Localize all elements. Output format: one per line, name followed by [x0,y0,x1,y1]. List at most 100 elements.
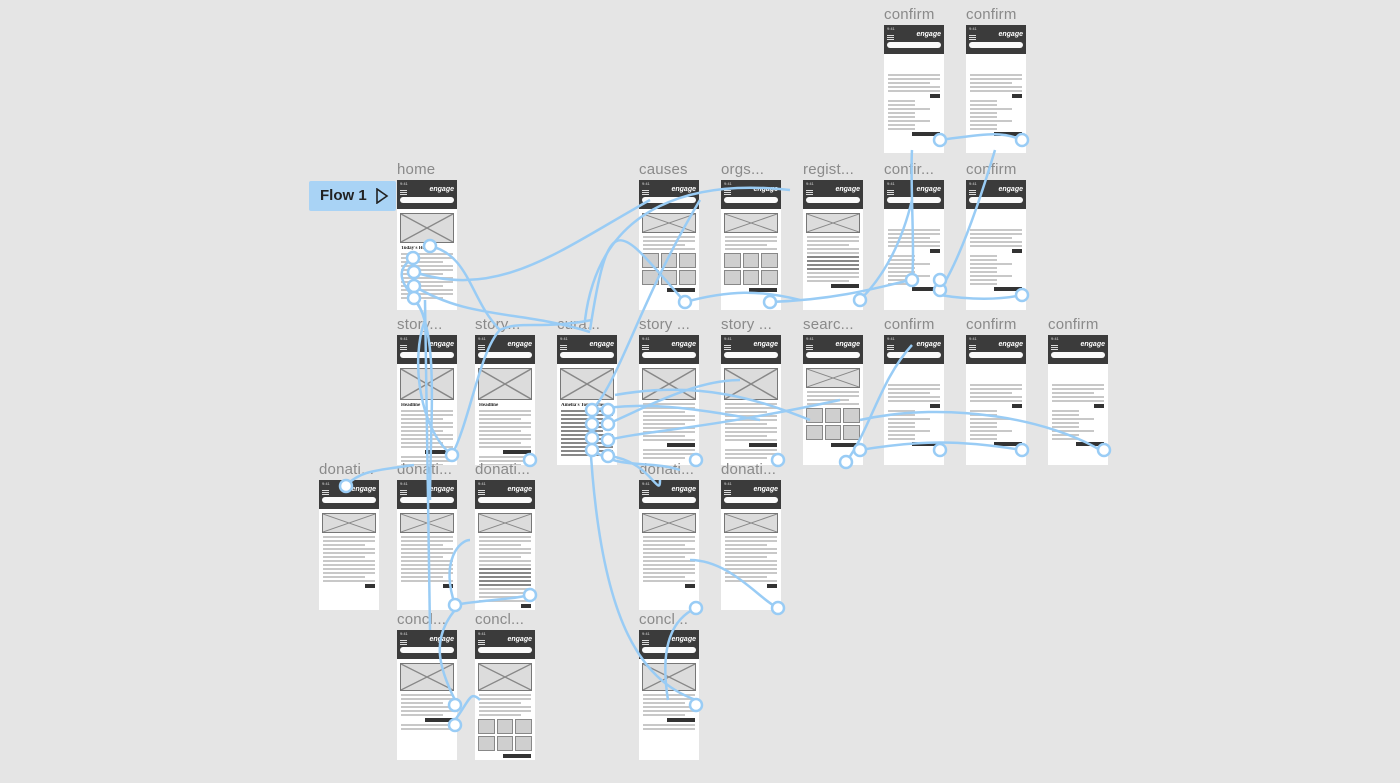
menu-icon[interactable] [969,190,976,191]
grid-card[interactable] [478,719,495,734]
confirm-button[interactable] [930,404,940,408]
menu-icon[interactable] [1051,345,1058,346]
menu-icon[interactable] [478,345,485,346]
action-button[interactable] [503,754,531,758]
grid-card[interactable] [660,270,678,285]
form-field[interactable] [807,256,859,258]
search-input[interactable] [724,497,778,503]
submit-button[interactable] [994,132,1022,136]
menu-icon[interactable] [969,345,976,346]
next-button[interactable] [685,584,695,588]
form-field[interactable] [479,576,531,578]
search-input[interactable] [887,197,941,203]
submit-button[interactable] [912,287,940,291]
grid-card[interactable] [515,719,532,734]
menu-icon[interactable] [400,345,407,346]
search-input[interactable] [724,352,778,358]
next-button[interactable] [767,584,777,588]
grid-card[interactable] [642,253,659,268]
menu-icon[interactable] [400,490,407,491]
search-input[interactable] [560,352,614,358]
form-field[interactable] [479,580,531,582]
grid-card[interactable] [679,270,696,285]
menu-icon[interactable] [887,35,894,36]
menu-icon[interactable] [642,640,649,641]
menu-icon[interactable] [478,640,485,641]
submit-button[interactable] [994,287,1022,291]
grid-card[interactable] [761,270,778,285]
menu-icon[interactable] [724,490,731,491]
grid-card[interactable] [742,253,760,268]
search-input[interactable] [400,352,454,358]
next-button[interactable] [365,584,375,588]
search-input[interactable] [322,497,376,503]
search-input[interactable] [642,197,696,203]
submit-button[interactable] [912,132,940,136]
menu-icon[interactable] [806,345,813,346]
search-input[interactable] [969,42,1023,48]
menu-icon[interactable] [400,640,407,641]
confirm-button[interactable] [930,249,940,253]
next-button[interactable] [521,604,531,608]
menu-icon[interactable] [478,490,485,491]
search-input[interactable] [887,42,941,48]
confirm-button[interactable] [1012,404,1022,408]
search-input[interactable] [1051,352,1105,358]
search-input[interactable] [478,647,532,653]
action-button[interactable] [425,718,453,722]
search-input[interactable] [969,197,1023,203]
grid-card[interactable] [724,270,741,285]
confirm-button[interactable] [1012,94,1022,98]
search-input[interactable] [642,497,696,503]
action-button[interactable] [831,443,859,447]
submit-button[interactable] [1076,442,1104,446]
grid-card[interactable] [660,253,678,268]
search-input[interactable] [642,352,696,358]
search-input[interactable] [642,647,696,653]
form-field[interactable] [479,568,531,570]
next-button[interactable] [443,584,453,588]
menu-icon[interactable] [642,490,649,491]
submit-button[interactable] [912,442,940,446]
grid-card[interactable] [806,408,823,423]
confirm-button[interactable] [930,94,940,98]
menu-icon[interactable] [400,190,407,191]
grid-card[interactable] [679,253,696,268]
menu-icon[interactable] [642,190,649,191]
search-input[interactable] [400,197,454,203]
form-field[interactable] [807,264,859,266]
grid-card[interactable] [642,270,659,285]
menu-icon[interactable] [969,35,976,36]
grid-card[interactable] [724,253,741,268]
grid-card[interactable] [478,736,495,751]
menu-icon[interactable] [560,345,567,346]
menu-icon[interactable] [724,190,731,191]
menu-icon[interactable] [806,190,813,191]
search-input[interactable] [400,497,454,503]
grid-card[interactable] [843,425,860,440]
action-button[interactable] [749,443,777,447]
menu-icon[interactable] [322,490,329,491]
menu-icon[interactable] [887,345,894,346]
search-input[interactable] [887,352,941,358]
action-button[interactable] [667,443,695,447]
search-input[interactable] [806,197,860,203]
grid-card[interactable] [806,425,823,440]
